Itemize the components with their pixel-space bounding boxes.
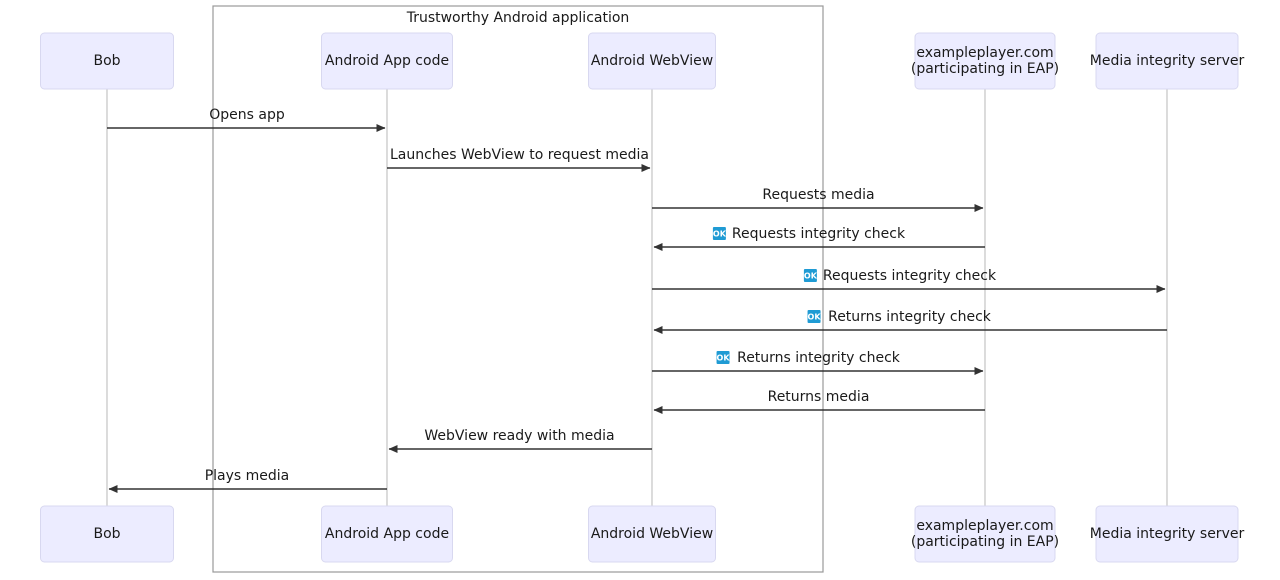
message-m10: Plays media — [108, 468, 387, 493]
message-m4: Requests integrity check OK — [653, 226, 985, 251]
group-title-label: Trustworthy Android application — [406, 10, 630, 26]
message-m5: Requests integrity check OK — [652, 268, 1166, 293]
actor-box-rect[interactable] — [321, 505, 453, 563]
actor-android-app-code-top[interactable]: Android App code — [321, 32, 453, 90]
message-label: Requests integrity check — [823, 268, 997, 284]
message-m1: Opens app — [107, 107, 386, 132]
ok-badge-background — [716, 351, 730, 364]
integrity-ok-badge-icon: OK — [712, 227, 727, 240]
actor-label: (participating in EAP) — [911, 61, 1059, 77]
integrity-ok-badge-icon: OK — [807, 310, 822, 323]
actor-label: Android WebView — [591, 53, 713, 69]
actor-label: Media integrity server — [1090, 53, 1245, 69]
ok-badge-text: OK — [713, 230, 727, 239]
actor-label: Media integrity server — [1090, 526, 1245, 542]
actor-box-rect[interactable] — [914, 505, 1056, 563]
message-m8: Returns media — [653, 389, 985, 414]
message-label: Launches WebView to request media — [390, 147, 649, 163]
message-label: Requests integrity check — [732, 226, 906, 242]
actor-label: exampleplayer.com — [916, 518, 1053, 534]
message-m2: Launches WebView to request media — [387, 147, 651, 172]
actor-android-app-code-bottom[interactable]: Android App code — [321, 505, 453, 563]
integrity-ok-badge-icon: OK — [803, 269, 818, 282]
actor-exampleplayer-top[interactable]: exampleplayer.com(participating in EAP) — [911, 32, 1059, 90]
actor-label: Bob — [93, 53, 120, 69]
actor-label: Bob — [93, 526, 120, 542]
actor-bob-top[interactable]: Bob — [40, 32, 174, 90]
message-label: Returns integrity check — [737, 350, 901, 366]
lifelines — [106, 89, 1168, 506]
actor-android-webview-top[interactable]: Android WebView — [588, 32, 716, 90]
message-m7: Returns integrity check OK — [652, 350, 984, 375]
message-label: Requests media — [762, 187, 874, 203]
actor-media-integrity-server-bottom[interactable]: Media integrity server — [1090, 505, 1245, 563]
actor-box-rect[interactable] — [1095, 32, 1239, 90]
actor-bob-bottom[interactable]: Bob — [40, 505, 174, 563]
integrity-ok-badge-icon: OK — [716, 351, 731, 364]
actor-box-rect[interactable] — [321, 32, 453, 90]
actor-box-rect[interactable] — [40, 32, 174, 90]
actor-box-rect[interactable] — [588, 505, 716, 563]
actor-label: (participating in EAP) — [911, 534, 1059, 550]
message-m9: WebView ready with media — [388, 428, 652, 453]
ok-badge-text: OK — [804, 272, 818, 281]
actor-box-rect[interactable] — [914, 32, 1056, 90]
message-m6: Returns integrity check OK — [653, 309, 1167, 334]
actor-media-integrity-server-top[interactable]: Media integrity server — [1090, 32, 1245, 90]
actor-exampleplayer-bottom[interactable]: exampleplayer.com(participating in EAP) — [911, 505, 1059, 563]
actor-label: exampleplayer.com — [916, 45, 1053, 61]
ok-badge-text: OK — [717, 354, 731, 363]
message-m3: Requests media — [652, 187, 984, 212]
message-label: Plays media — [205, 468, 290, 484]
message-label: WebView ready with media — [424, 428, 614, 444]
actor-android-webview-bottom[interactable]: Android WebView — [588, 505, 716, 563]
actor-label: Android App code — [325, 53, 449, 69]
message-label: Returns media — [768, 389, 870, 405]
ok-badge-text: OK — [808, 313, 822, 322]
ok-badge-background — [712, 227, 726, 240]
ok-badge-background — [803, 269, 817, 282]
message-label: Returns integrity check — [828, 309, 992, 325]
actor-box-rect[interactable] — [40, 505, 174, 563]
actor-box-rect[interactable] — [1095, 505, 1239, 563]
ok-badge-background — [807, 310, 821, 323]
actor-label: Android WebView — [591, 526, 713, 542]
actor-box-rect[interactable] — [588, 32, 716, 90]
actor-label: Android App code — [325, 526, 449, 542]
message-label: Opens app — [209, 107, 285, 123]
